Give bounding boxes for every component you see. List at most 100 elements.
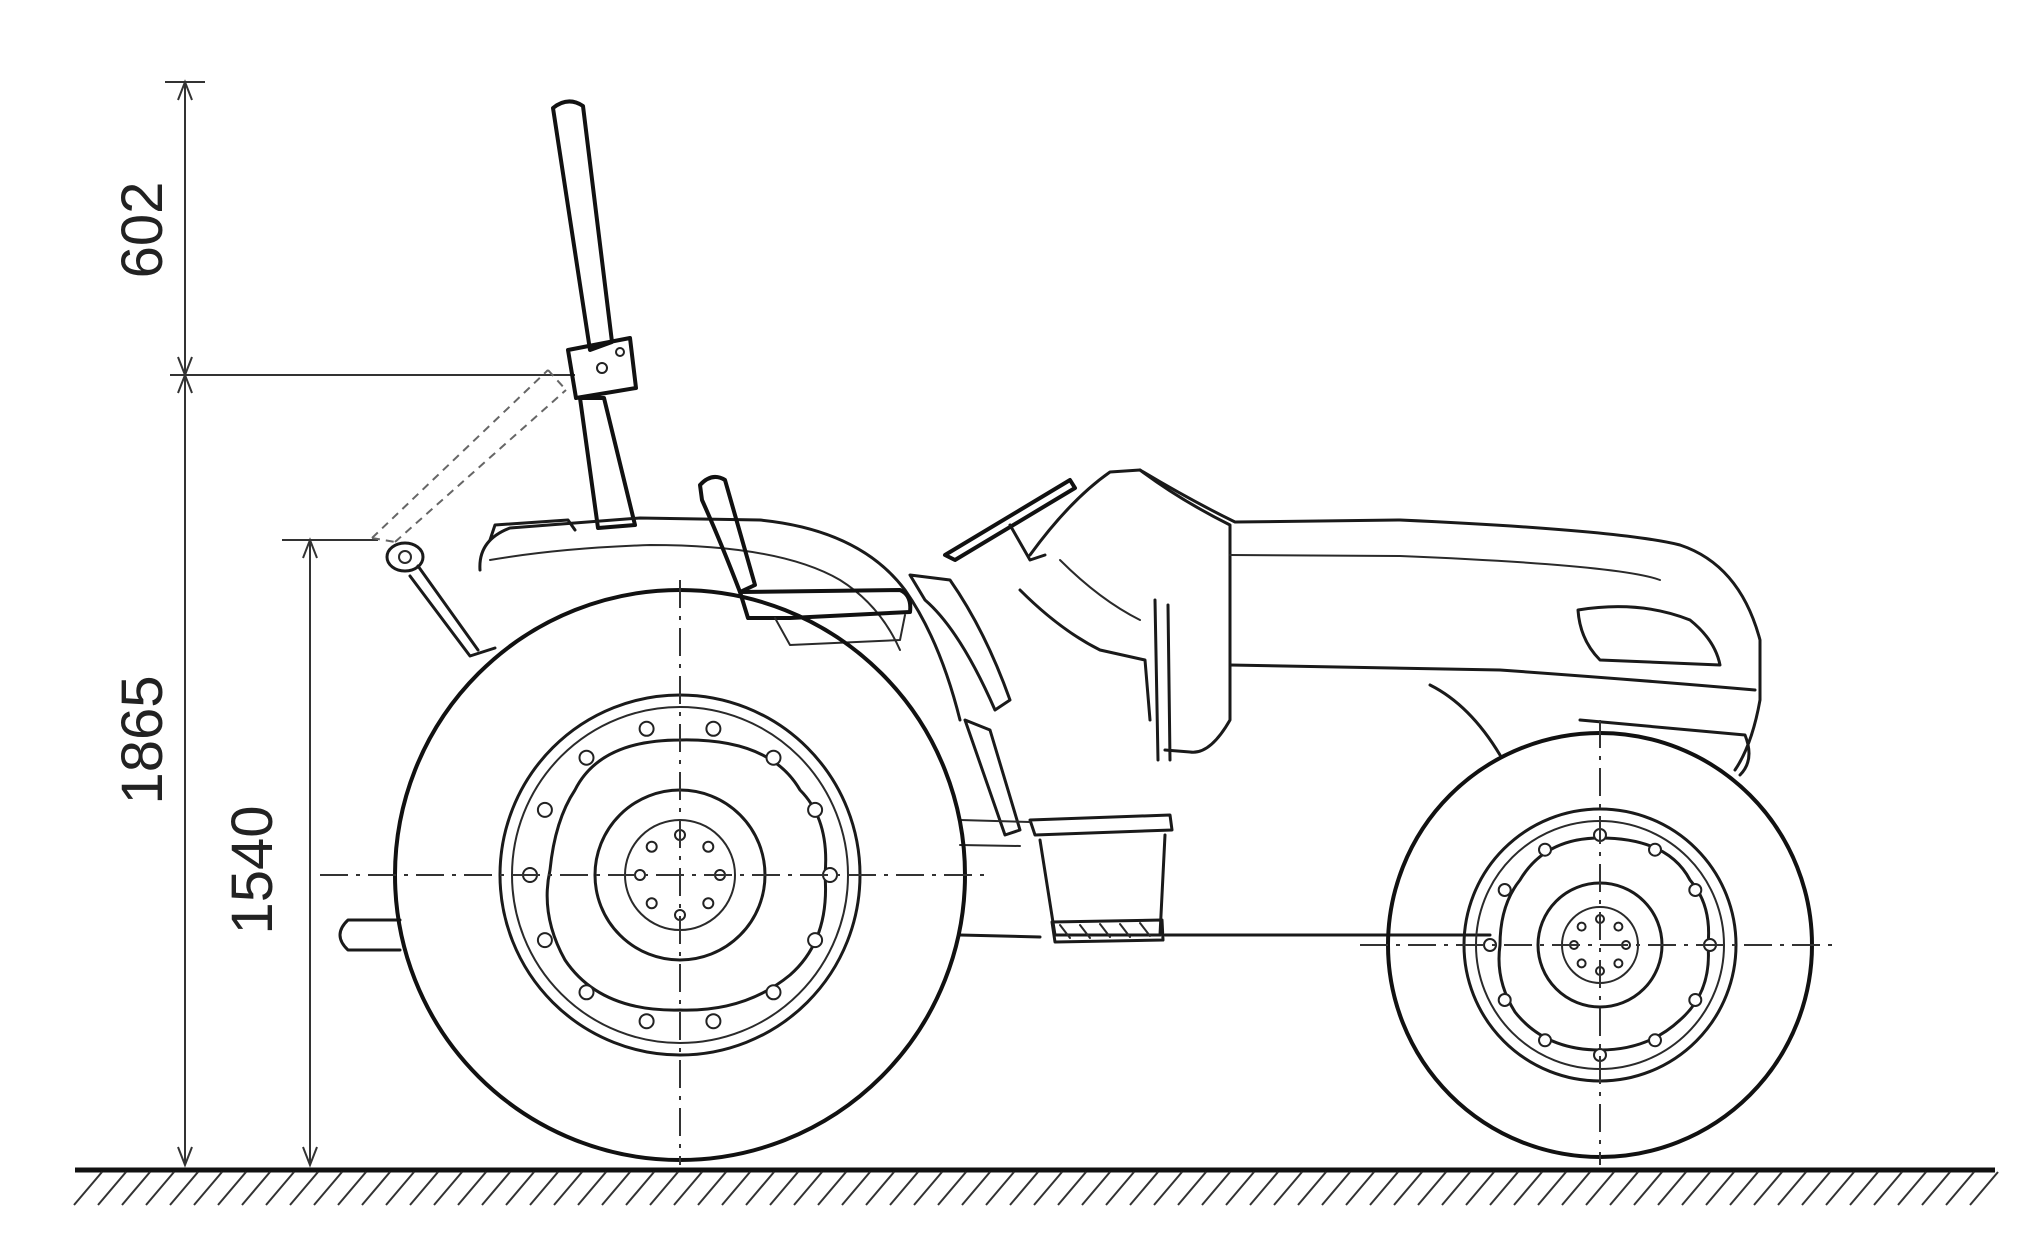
front-rim-bolt xyxy=(1538,1033,1552,1048)
rops-lower-post xyxy=(578,396,637,530)
steering-wheel xyxy=(943,478,1077,562)
front-wheel-bolts xyxy=(1483,828,1717,1062)
front-hub-bolt xyxy=(1613,921,1624,932)
operator-station xyxy=(908,468,1232,944)
hatch-stroke xyxy=(97,1171,127,1206)
front-hub-bolt xyxy=(1613,958,1624,969)
rops-folded-outline xyxy=(371,369,567,543)
hatch-stroke xyxy=(1321,1171,1351,1206)
rear-hub-bolt xyxy=(634,869,646,881)
hatch-stroke xyxy=(265,1171,295,1206)
hatch-stroke xyxy=(409,1171,439,1206)
hatch-stroke xyxy=(601,1171,631,1206)
hatch-stroke xyxy=(1921,1171,1951,1206)
hatch-stroke xyxy=(1513,1171,1543,1206)
dim-bottom-arrow xyxy=(177,1146,193,1168)
rear-rim-bolt xyxy=(578,749,595,766)
hatch-stroke xyxy=(625,1171,655,1206)
hatch-stroke xyxy=(1225,1171,1255,1206)
steering-column xyxy=(1008,523,1047,562)
hatch-stroke xyxy=(553,1171,583,1206)
headlight xyxy=(1576,605,1722,667)
hatch-stroke xyxy=(121,1171,151,1206)
hatch-stroke xyxy=(529,1171,559,1206)
front-wheel-disc xyxy=(1497,836,1711,1052)
hatch-stroke xyxy=(1441,1171,1471,1206)
seat-backrest xyxy=(698,474,757,594)
hatch-stroke xyxy=(937,1171,967,1206)
rear-wheel-disc xyxy=(545,738,828,1012)
hitch-eye-hole xyxy=(398,550,412,564)
hatch-stroke xyxy=(337,1171,367,1206)
rops-bolt xyxy=(615,347,625,357)
rops-hinge-bracket xyxy=(566,336,638,400)
gear-lever xyxy=(1153,598,1172,762)
hatch-stroke xyxy=(1033,1171,1063,1206)
front-rim-bolt xyxy=(1497,993,1512,1007)
hatch-stroke xyxy=(1537,1171,1567,1206)
hatch-stroke xyxy=(745,1171,775,1206)
front-rim-bolt xyxy=(1648,842,1662,857)
rear-rim-bolt xyxy=(536,932,553,949)
hatch-stroke xyxy=(193,1171,223,1206)
rear-fender-seat xyxy=(478,474,962,722)
front-rim-bolt xyxy=(1688,993,1703,1007)
front-rim-bolt xyxy=(1497,883,1512,897)
hatch-stroke xyxy=(1129,1171,1159,1206)
hatch-stroke xyxy=(865,1171,895,1206)
front-rim-bolt xyxy=(1688,883,1703,897)
rops-rollbar xyxy=(371,99,638,543)
hitch-eye xyxy=(385,541,425,573)
rear-hub-bolt xyxy=(645,897,658,910)
front-hub-bolt xyxy=(1576,921,1587,932)
hatch-stroke xyxy=(1489,1171,1519,1206)
folded-top-arrow xyxy=(302,537,318,559)
hatch-stroke xyxy=(385,1171,415,1206)
ground xyxy=(73,1167,1999,1206)
hatch-stroke xyxy=(1393,1171,1423,1206)
rear-axle-housing xyxy=(959,819,1031,847)
hatch-stroke xyxy=(985,1171,1015,1206)
dimension-labels: 602 1865 1540 xyxy=(110,182,285,935)
dim-label-1540: 1540 xyxy=(220,805,285,934)
hatch-stroke xyxy=(73,1171,103,1206)
hatch-stroke xyxy=(481,1171,511,1206)
folded-bottom-arrow xyxy=(302,1146,318,1168)
step-plate-top xyxy=(1028,813,1174,837)
hatch-stroke xyxy=(1633,1171,1663,1206)
dash-crease xyxy=(1059,559,1141,621)
hood xyxy=(958,468,1762,939)
hatch-stroke xyxy=(1465,1171,1495,1206)
hatch-stroke xyxy=(961,1171,991,1206)
hatch-stroke xyxy=(1153,1171,1183,1206)
dim-mid-arrows xyxy=(177,356,193,394)
rear-rim-bolt xyxy=(705,1013,722,1030)
dash-cowl xyxy=(1028,468,1232,754)
hatch-stroke xyxy=(769,1171,799,1206)
hatch-stroke xyxy=(145,1171,175,1206)
rear-deck-box xyxy=(488,518,577,542)
hatch-stroke xyxy=(505,1171,535,1206)
hatch-stroke xyxy=(1825,1171,1855,1206)
rops-hinge-pin xyxy=(596,362,608,374)
hatch-stroke xyxy=(649,1171,679,1206)
hatch-stroke xyxy=(217,1171,247,1206)
pto-stub xyxy=(338,918,402,952)
dash-lower-panel xyxy=(1018,588,1152,722)
step-tread xyxy=(1059,922,1151,939)
front-chin xyxy=(1428,683,1751,777)
hatch-stroke xyxy=(1849,1171,1879,1206)
hatch-stroke xyxy=(1105,1171,1135,1206)
hatch-stroke xyxy=(1585,1171,1615,1206)
rear-hub-bolt xyxy=(645,840,658,853)
rear-rim-bolt xyxy=(638,1013,655,1030)
hood-top-outline xyxy=(1138,468,1762,772)
hatch-stroke xyxy=(313,1171,343,1206)
hatch-stroke xyxy=(913,1171,943,1206)
hatch-stroke xyxy=(433,1171,463,1206)
step-plate-bottom xyxy=(1050,918,1165,944)
hatch-stroke xyxy=(1369,1171,1399,1206)
front-wheel xyxy=(1360,720,1840,1165)
dim-label-1865: 1865 xyxy=(110,675,175,804)
hatch-stroke xyxy=(577,1171,607,1206)
